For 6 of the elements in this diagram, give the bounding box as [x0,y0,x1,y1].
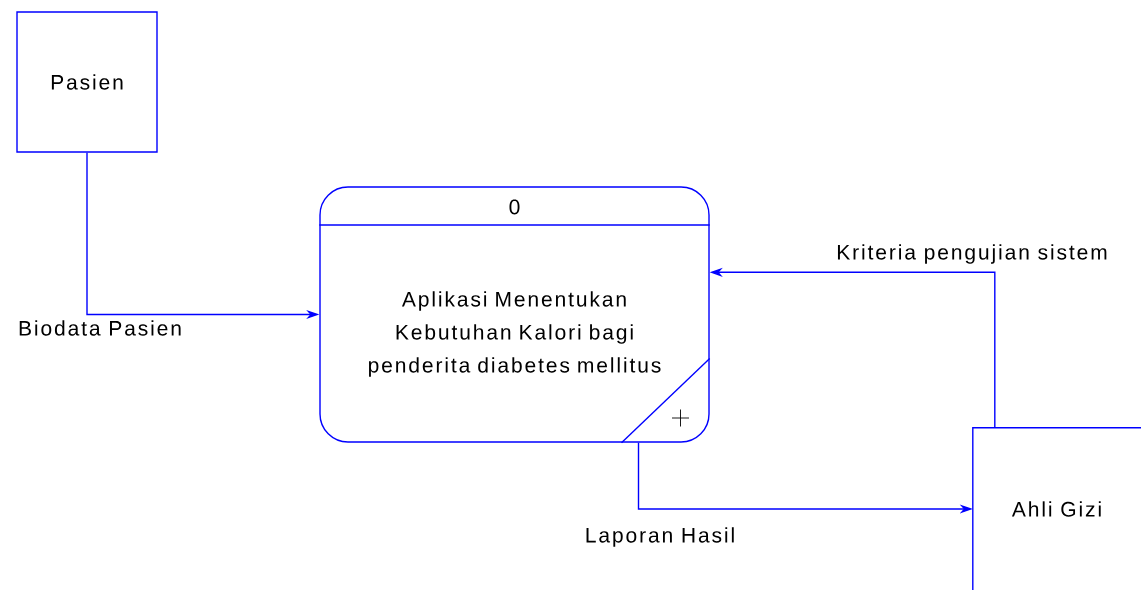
entity-box: Ahli Gizi [972,427,1141,590]
edge-label: Biodata Pasien [17,319,183,337]
edge-label: Laporan Hasil [583,526,737,548]
entity-box: Pasien [16,11,158,153]
edge-label: Kriteria pengujian sistem [835,243,1109,265]
process-box: 0 Aplikasi Menentukan Kebutuhan Kalori bagi penderita diabetes mellitus [318,186,711,444]
